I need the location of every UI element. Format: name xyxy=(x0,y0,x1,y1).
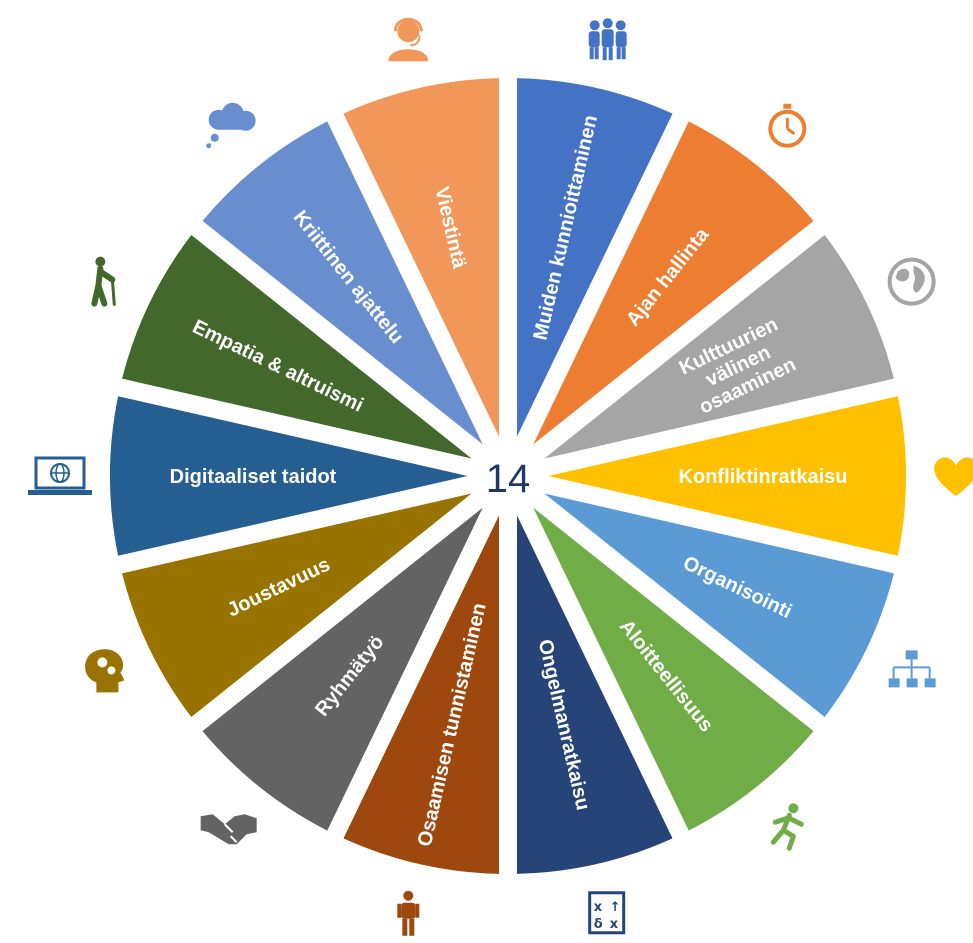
center-count: 14 xyxy=(486,457,531,501)
heart-icon xyxy=(934,457,973,496)
segment-6 xyxy=(533,507,814,831)
segment-14 xyxy=(343,78,499,437)
handshake-icon xyxy=(200,814,257,845)
segments-layer xyxy=(110,78,906,874)
segment-7 xyxy=(517,515,673,874)
segment-9 xyxy=(202,507,483,831)
segment-1 xyxy=(517,78,673,437)
thought-cloud-icon xyxy=(206,102,256,149)
stopwatch-icon xyxy=(768,103,807,148)
segment-label-line: Konfliktinratkaisu xyxy=(679,466,848,488)
segment-label-line: Digitaaliset taidot xyxy=(170,466,337,488)
segment-13 xyxy=(202,121,483,445)
segment-10 xyxy=(122,493,472,718)
svg-text:↑: ↑ xyxy=(610,900,621,915)
svg-text:δ: δ xyxy=(594,917,603,932)
globe-icon xyxy=(887,257,936,306)
head-gears-icon xyxy=(85,649,125,693)
laptop-globe-icon xyxy=(28,456,92,495)
segment-label-11: Digitaaliset taidot xyxy=(170,466,337,488)
org-chart-icon xyxy=(888,650,936,688)
segment-5 xyxy=(544,493,894,718)
segment-11 xyxy=(110,396,468,556)
segment-label-4: Konfliktinratkaisu xyxy=(679,466,848,488)
person-icon xyxy=(397,890,420,936)
segment-12 xyxy=(122,234,472,459)
segment-4 xyxy=(548,396,906,556)
runner-icon xyxy=(770,803,804,851)
segment-3 xyxy=(544,234,894,459)
svg-text:x: x xyxy=(594,900,603,915)
elderly-person-icon xyxy=(91,256,116,307)
segment-8 xyxy=(343,515,499,874)
segment-2 xyxy=(533,121,814,445)
headset-person-icon xyxy=(388,17,429,62)
people-group-icon xyxy=(588,18,627,61)
svg-text:x: x xyxy=(610,917,619,932)
